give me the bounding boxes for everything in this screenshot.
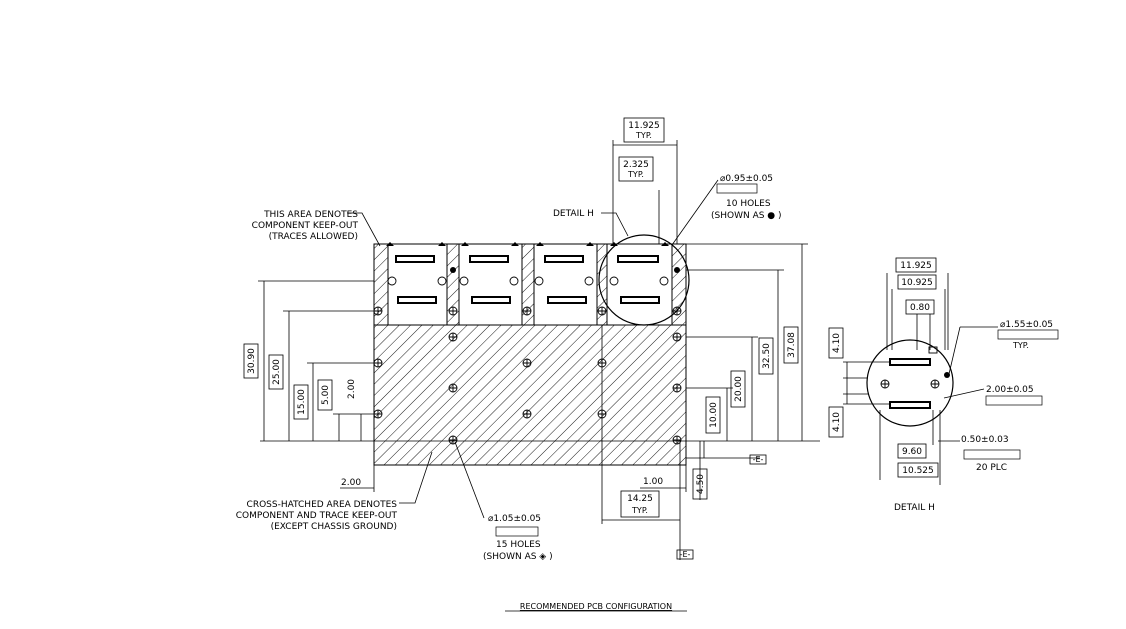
svg-text:14.25: 14.25 xyxy=(627,494,653,504)
dim-11925-typ: 11.925 TYP. xyxy=(623,117,665,143)
small-hole-spec: ⌀0.95±0.05 10 HOLES (SHOWN AS ● ) xyxy=(711,174,782,221)
small-hole-diameter: ⌀0.95±0.05 xyxy=(720,174,773,184)
dim-2-00-horizontal: 2.00 xyxy=(341,478,361,488)
connector-module-2 xyxy=(458,243,523,326)
detail-hole-a-note: TYP. xyxy=(1012,341,1029,350)
detail-h-circle xyxy=(598,234,690,326)
dim-10-00: 10.00 xyxy=(709,402,719,428)
detail-h-label: DETAIL H xyxy=(894,503,935,513)
svg-text:-E-: -E- xyxy=(753,455,764,464)
detail-dim-4-10-bottom: 4.10 xyxy=(832,412,842,432)
dim-30-90: 30.90 xyxy=(247,348,257,374)
detail-h-view: 11.925 10.925 0.80 4.10 4.10 9.60 10.525… xyxy=(828,257,1059,513)
crosshatch-note: CROSS-HATCHED AREA DENOTES COMPONENT AND… xyxy=(236,500,398,532)
large-hole-diameter: ⌀1.05±0.05 xyxy=(488,514,541,524)
svg-text:TYP.: TYP. xyxy=(627,170,644,179)
dim-2325-typ: 2.325 TYP. xyxy=(618,156,654,182)
dimension-lines xyxy=(258,140,820,560)
dim-1-00: 1.00 xyxy=(643,477,663,487)
detail-hole-c: 0.50±0.03 xyxy=(961,435,1009,445)
dim-32-50: 32.50 xyxy=(762,343,772,369)
trace-keepout-area xyxy=(373,324,687,466)
svg-text:TYP.: TYP. xyxy=(635,131,652,140)
note-line: COMPONENT AND TRACE KEEP-OUT xyxy=(236,511,398,521)
connector-module-1 xyxy=(387,243,448,326)
dim-37-08: 37.08 xyxy=(787,332,797,358)
detail-hole-b: 2.00±0.05 xyxy=(986,385,1034,395)
large-hole-count: 15 HOLES xyxy=(496,540,541,550)
datum-box: -E- xyxy=(676,549,694,560)
note-line: CROSS-HATCHED AREA DENOTES xyxy=(247,500,398,510)
svg-text:11.925: 11.925 xyxy=(628,121,660,131)
detail-hole-c-note: 20 PLC xyxy=(976,463,1007,473)
dim-15-00: 15.00 xyxy=(297,389,307,415)
small-hole-shown-as: (SHOWN AS ● ) xyxy=(711,211,782,221)
keepout-note-top: THIS AREA DENOTES COMPONENT KEEP-OUT (TR… xyxy=(252,210,359,242)
dim-25-00: 25.00 xyxy=(272,359,282,385)
svg-text:2.325: 2.325 xyxy=(623,160,649,170)
note-line: COMPONENT KEEP-OUT xyxy=(252,221,359,231)
connector-module-3 xyxy=(533,243,598,326)
drawing-title: RECOMMENDED PCB CONFIGURATION xyxy=(520,602,672,611)
detail-dim-0-80: 0.80 xyxy=(910,303,930,313)
dim-4-50: 4.50 xyxy=(696,474,706,494)
detail-dim-4-10-top: 4.10 xyxy=(832,333,842,353)
detail-dim-9-60: 9.60 xyxy=(902,447,922,457)
note-line: THIS AREA DENOTES xyxy=(263,210,358,220)
component-keepout-left xyxy=(373,243,389,326)
datum-box: -E- xyxy=(749,454,767,465)
large-hole-shown-as: (SHOWN AS ◈ ) xyxy=(483,552,553,562)
detail-hole-a: ⌀1.55±0.05 xyxy=(1000,320,1053,330)
dim-14-25-typ: 14.25 TYP. xyxy=(620,490,660,518)
detail-dim-10-925: 10.925 xyxy=(901,278,933,288)
svg-text:TYP.: TYP. xyxy=(631,506,648,515)
small-hole-count: 10 HOLES xyxy=(726,199,771,209)
detail-dim-10-525: 10.525 xyxy=(902,466,934,476)
dim-5-00: 5.00 xyxy=(321,385,331,405)
note-line: (TRACES ALLOWED) xyxy=(269,232,358,242)
dim-20-00: 20.00 xyxy=(734,376,744,402)
large-hole xyxy=(373,306,383,316)
detail-h-callout: DETAIL H xyxy=(553,209,594,219)
large-hole-spec: ⌀1.05±0.05 15 HOLES (SHOWN AS ◈ ) xyxy=(483,514,553,562)
note-line: (EXCEPT CHASSIS GROUND) xyxy=(271,522,397,532)
main-board xyxy=(373,234,690,466)
svg-text:-E-: -E- xyxy=(680,550,691,559)
dim-2-00-vertical: 2.00 xyxy=(347,379,357,399)
detail-dim-11-925: 11.925 xyxy=(900,261,932,271)
